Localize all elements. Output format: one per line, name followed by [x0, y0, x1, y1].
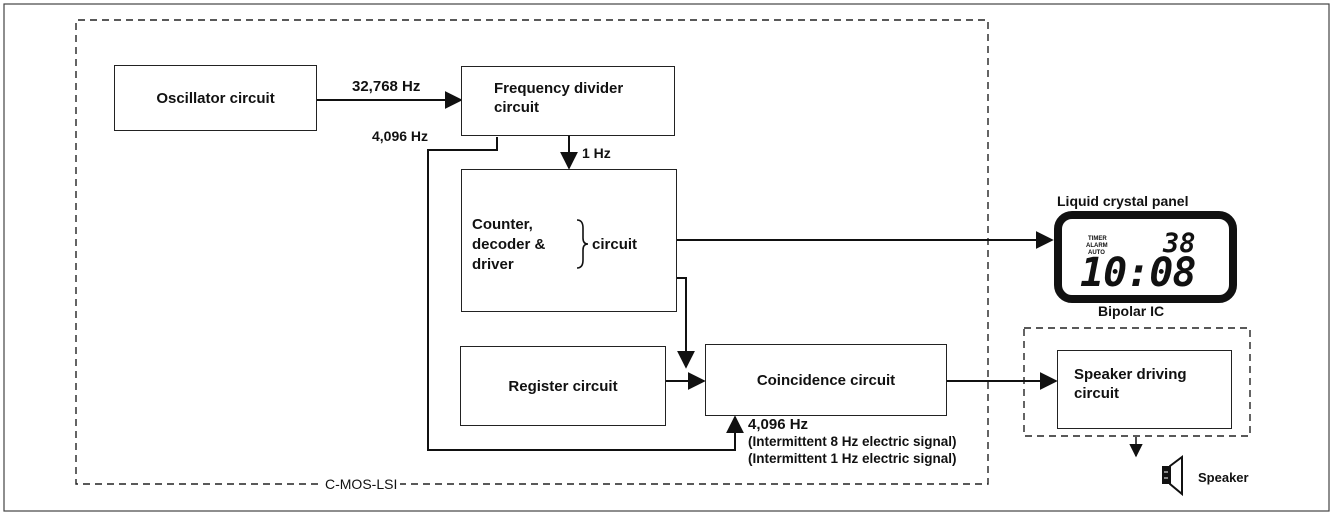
speaker-icon: [1162, 455, 1183, 497]
lcd-top-digits: 38: [1163, 228, 1196, 259]
lcd-mode-alarm: ALARM: [1086, 243, 1108, 249]
lsi-label: C-MOS-LSI: [322, 476, 401, 493]
lcd-mode-timer: TIMER: [1088, 236, 1107, 242]
signal-line-2: (Intermittent 8 Hz electric signal): [748, 434, 957, 449]
freq-4096-top-label: 4,096 Hz: [372, 128, 429, 144]
freq-divider-box: Frequency divider circuit: [461, 66, 675, 136]
signal-line-3: (Intermittent 1 Hz electric signal): [748, 451, 957, 466]
counter-suffix: circuit: [592, 236, 638, 253]
outer-frame: [3, 3, 1330, 512]
freq-divider-line-2: circuit: [494, 99, 540, 116]
speaker-driver-line-2: circuit: [1074, 385, 1120, 402]
coincidence-label: Coincidence circuit: [756, 371, 896, 389]
coincidence-box: Coincidence circuit: [705, 344, 947, 416]
bipolar-label: Bipolar IC: [1098, 303, 1165, 319]
register-label: Register circuit: [508, 377, 618, 395]
signal-line-1: 4,096 Hz: [748, 416, 809, 433]
counter-line-1: Counter,: [472, 216, 533, 233]
oscillator-box: Oscillator circuit: [114, 65, 317, 131]
freq-32768-label: 32,768 Hz: [352, 78, 421, 95]
lcd-bezel: [1054, 211, 1237, 303]
freq-divider-line-1: Frequency divider: [494, 80, 624, 97]
lcd-time: 10:08: [1080, 250, 1196, 296]
oscillator-label: Oscillator circuit: [156, 89, 275, 107]
signal-labels: 4,096 Hz (Intermittent 8 Hz electric sig…: [748, 416, 957, 467]
lcd-mode-auto: AUTO: [1088, 250, 1105, 256]
counter-line-2: decoder &: [472, 236, 546, 253]
counter-line-3: driver: [472, 256, 514, 273]
counter-box: Counter, decoder & driver circuit: [461, 169, 677, 312]
lcd-title: Liquid crystal panel: [1057, 193, 1189, 209]
arrow-4096-loop: [427, 137, 744, 451]
freq-1hz-label: 1 Hz: [582, 145, 611, 161]
arrow-counter-coincidence: [676, 277, 695, 369]
register-box: Register circuit: [460, 346, 666, 426]
speaker-driver-line-1: Speaker driving: [1074, 366, 1187, 383]
counter-lines: Counter, decoder & driver: [472, 215, 545, 275]
speaker-driver-box: Speaker driving circuit: [1057, 350, 1232, 429]
brace-icon: [576, 219, 589, 269]
speaker-label: Speaker: [1198, 470, 1249, 485]
